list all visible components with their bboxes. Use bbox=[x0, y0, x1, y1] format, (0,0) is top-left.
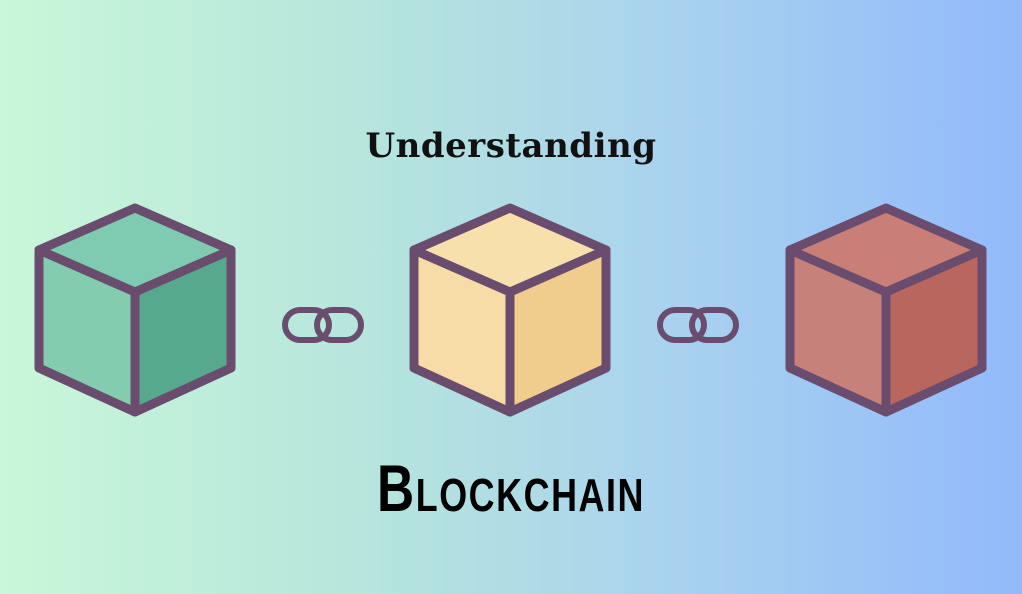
title: Blockchain bbox=[376, 451, 646, 525]
chain-link-icon bbox=[656, 303, 740, 347]
cube-right-face bbox=[510, 250, 606, 412]
cube-right-face bbox=[886, 250, 982, 412]
subtitle: Understanding bbox=[365, 126, 657, 166]
cube-right-face bbox=[135, 250, 231, 412]
cube-icon bbox=[400, 200, 620, 420]
cube-icon bbox=[25, 200, 245, 420]
cube-left-face bbox=[790, 250, 886, 412]
chain-link-icon bbox=[281, 303, 365, 347]
cube-icon bbox=[776, 200, 996, 420]
cube-left-face bbox=[39, 250, 135, 412]
cube-left-face bbox=[414, 250, 510, 412]
